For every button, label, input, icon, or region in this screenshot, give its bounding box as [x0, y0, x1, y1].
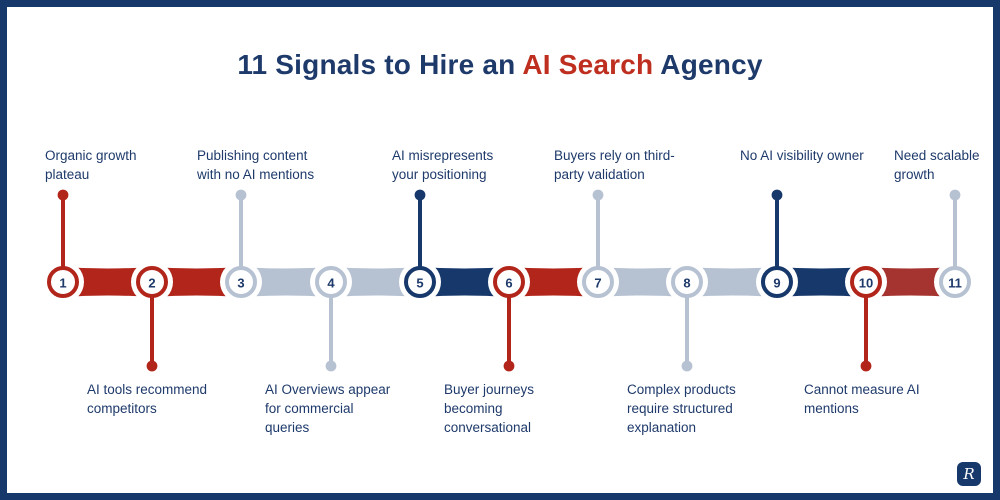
brand-logo-glyph: R [963, 464, 975, 483]
timeline-segment-8 [687, 267, 777, 297]
page-title: 11 Signals to Hire an AI Search Agency [7, 49, 993, 81]
timeline-node-number-9: 9 [773, 276, 780, 291]
timeline-segment-10 [866, 267, 955, 297]
timeline-segment-2 [152, 267, 241, 297]
timeline-node-number-8: 8 [683, 276, 690, 291]
timeline-node-number-10: 10 [859, 276, 873, 291]
timeline-segment-3 [241, 267, 331, 297]
timeline-node-number-11: 11 [948, 276, 962, 291]
timeline-stem-dot-7 [592, 189, 604, 201]
timeline-stem-dot-3 [235, 189, 247, 201]
timeline-node-ring-9 [761, 266, 793, 298]
timeline-stem-dot-11 [949, 189, 961, 201]
timeline-segment-4 [331, 267, 420, 297]
timeline-stem-dot-8 [681, 360, 693, 372]
timeline-node-ring-2 [136, 266, 168, 298]
timeline-node-ring-10 [850, 266, 882, 298]
timeline-node-ring-5 [404, 266, 436, 298]
timeline-segment-9 [777, 267, 866, 297]
title-highlight: AI Search [522, 49, 654, 80]
timeline-node-number-2: 2 [148, 276, 155, 291]
timeline-node-number-6: 6 [505, 276, 512, 291]
timeline-stem-dot-4 [325, 360, 337, 372]
timeline-node-number-4: 4 [327, 276, 335, 291]
timeline-node-number-5: 5 [416, 276, 423, 291]
timeline-node-number-7: 7 [594, 276, 601, 291]
timeline-stem-dot-6 [503, 360, 515, 372]
title-prefix: 11 Signals to Hire an [237, 49, 516, 80]
timeline-graphic: 1 2 3 4 5 6 7 8 9 10 11 [42, 189, 976, 372]
timeline-node-ring-11 [939, 266, 971, 298]
timeline-segment-7 [598, 267, 687, 297]
timeline-stem-dot-5 [414, 189, 426, 201]
timeline-stem-dot-10 [860, 360, 872, 372]
timeline-stem-dot-9 [771, 189, 783, 201]
timeline-node-ring-8 [671, 266, 703, 298]
timeline-node-ring-7 [582, 266, 614, 298]
timeline-node-ring-4 [315, 266, 347, 298]
timeline-node-ring-1 [47, 266, 79, 298]
timeline-node-ring-6 [493, 266, 525, 298]
timeline-node-number-1: 1 [59, 276, 66, 291]
timeline-stem-dot-2 [146, 360, 158, 372]
timeline-segment-6 [509, 267, 598, 297]
timeline-segment-5 [420, 267, 509, 297]
timeline-node-number-3: 3 [237, 276, 244, 291]
timeline-stem-dot-1 [57, 189, 69, 201]
timeline-segment-1 [63, 267, 152, 297]
brand-logo: R [957, 462, 981, 486]
timeline-node-ring-3 [225, 266, 257, 298]
title-suffix: Agency [660, 49, 763, 80]
